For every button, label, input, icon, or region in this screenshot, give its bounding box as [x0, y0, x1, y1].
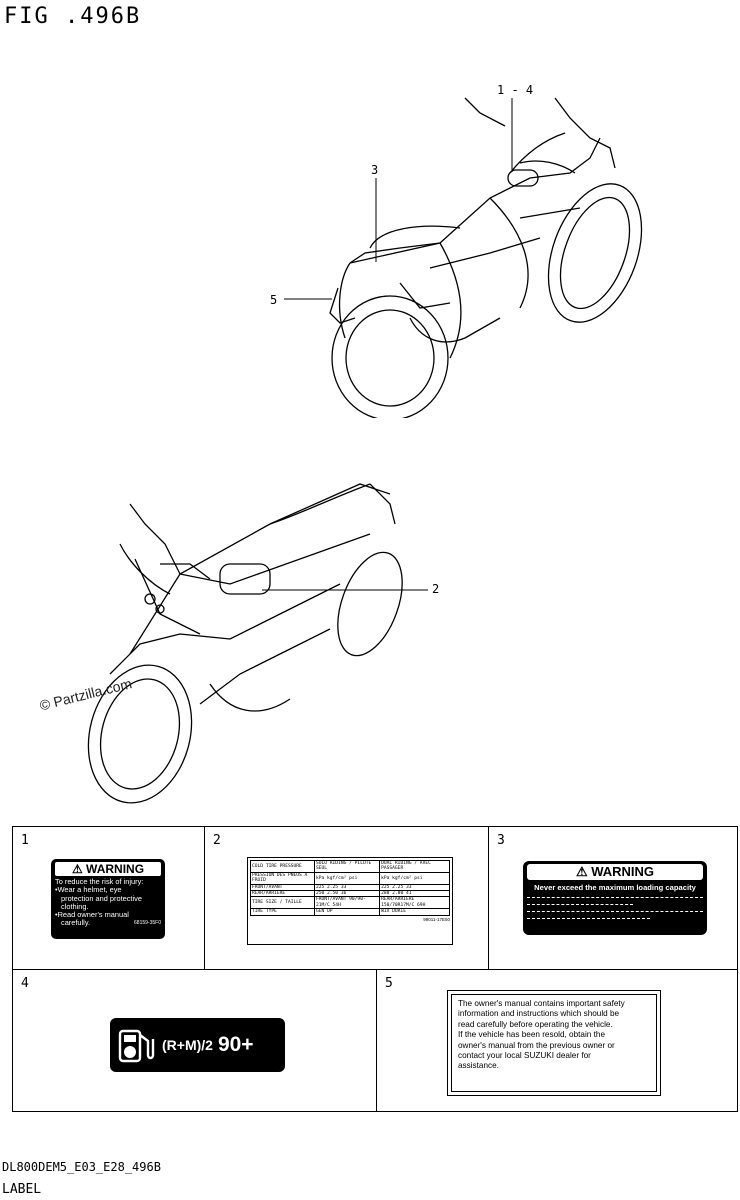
- warning-label-3: ⚠ WARNING Never exceed the maximum loadi…: [523, 861, 707, 935]
- callout-3: 3: [371, 163, 379, 177]
- octane-label: (R+M)/2 90+: [110, 1018, 285, 1072]
- tire-table-cell: DUAL RIDING / AVEC PASSAGER: [379, 860, 450, 873]
- callout-2: 2: [432, 582, 440, 596]
- warning-triangle-icon: ⚠: [71, 862, 83, 876]
- motorcycle-rear-view-illustration: [87, 483, 403, 804]
- callout-1-4: 1 - 4: [497, 83, 534, 97]
- label-number: 4: [21, 976, 29, 991]
- motorcycle-front-view-illustration: [329, 97, 643, 418]
- owners-manual-label: The owner's manual contains important sa…: [447, 990, 661, 1096]
- octane-value: 90+: [217, 1033, 254, 1056]
- label-number: 2: [213, 833, 221, 848]
- tire-table-cell: kPa kgf/cm² psi: [379, 871, 450, 885]
- octane-formula: (R+M)/2: [162, 1037, 213, 1053]
- label-grid: 1 ⚠ WARNING To reduce the risk of injury…: [12, 826, 738, 1112]
- callout-leader-bottom: [262, 589, 428, 591]
- warning-line: Never exceed the maximum loading capacit…: [534, 883, 696, 892]
- warning-heading: WARNING: [591, 864, 655, 879]
- warning-line: •Read owner's manual: [55, 910, 129, 920]
- label-number: 3: [497, 833, 505, 848]
- callout-leaders-top: [284, 98, 513, 300]
- warning-line: clothing.: [61, 901, 89, 911]
- callout-5: 5: [270, 293, 278, 307]
- tire-table-cell: GEN OP: [313, 908, 381, 916]
- figure-title: FIG .496B: [4, 4, 142, 29]
- warning-triangle-icon: ⚠: [575, 864, 588, 879]
- tire-table-cell: TIRE TYPE: [250, 908, 315, 916]
- warning-line: protection and protective: [61, 893, 142, 903]
- warning-heading: WARNING: [86, 862, 145, 876]
- tire-table-cell: COLD TIRE PRESSURE: [250, 860, 315, 873]
- label-number: 1: [21, 833, 29, 848]
- tire-table-cell: SOLO RIDING / PILOTE SEUL: [313, 860, 381, 873]
- label-cell-4: 4 (R+M)/2 90+: [13, 970, 377, 1112]
- warning-line: To reduce the risk of injury:: [55, 877, 144, 886]
- part-code: 68159-35F0: [134, 920, 161, 927]
- tire-table-cell: 225 2.25 33: [379, 883, 450, 892]
- manual-line: information and instructions which shoul…: [458, 1009, 620, 1019]
- document-code: DL800DEM5_E03_E28_496B: [2, 1160, 161, 1174]
- tire-table-cell: TIRE SIZE / TAILLE: [250, 896, 315, 910]
- document-name: LABEL: [2, 1182, 42, 1197]
- manual-line: The owner's manual contains important sa…: [458, 999, 625, 1008]
- warning-label-1: ⚠ WARNING To reduce the risk of injury: …: [51, 859, 165, 939]
- manual-line: assistance.: [458, 1061, 499, 1071]
- warning-line: carefully.: [61, 918, 91, 928]
- warning-line: •Wear a helmet, eye: [55, 885, 122, 895]
- part-code: 99011-17E50: [423, 916, 450, 922]
- tire-table-cell: PRESSION DES PNEUS A FROID: [250, 871, 315, 885]
- manual-line: If the vehicle has been resold, obtain t…: [458, 1030, 606, 1040]
- tire-table-cell: 250 2.50 36: [313, 889, 381, 898]
- tire-table-cell: WIX DURIE: [379, 908, 450, 916]
- tire-table-cell: 225 2.25 33: [313, 883, 381, 892]
- label-cell-3: 3 ⚠ WARNING Never exceed the maximum loa…: [489, 827, 737, 970]
- tire-table-cell: FRONT/AVANT 90/90-21M/C 54H: [313, 896, 381, 910]
- text-placeholder-lines: [527, 897, 703, 898]
- tire-table-cell: kPa kgf/cm² psi: [313, 871, 381, 885]
- manual-line: owner's manual from the previous owner o…: [458, 1040, 615, 1050]
- tire-table-cell: 280 2.80 41: [379, 889, 450, 898]
- label-cell-1: 1 ⚠ WARNING To reduce the risk of injury…: [13, 827, 205, 970]
- label-number: 5: [385, 976, 393, 991]
- fuel-pump-icon: [118, 1029, 155, 1063]
- manual-line: contact your local SUZUKI dealer for: [458, 1051, 591, 1061]
- manual-line: read carefully before operating the vehi…: [458, 1019, 613, 1029]
- tire-table-cell: REAR/ARRIERE 150/70R17M/C 69H: [379, 896, 450, 910]
- label-cell-5: 5 The owner's manual contains important …: [377, 970, 737, 1112]
